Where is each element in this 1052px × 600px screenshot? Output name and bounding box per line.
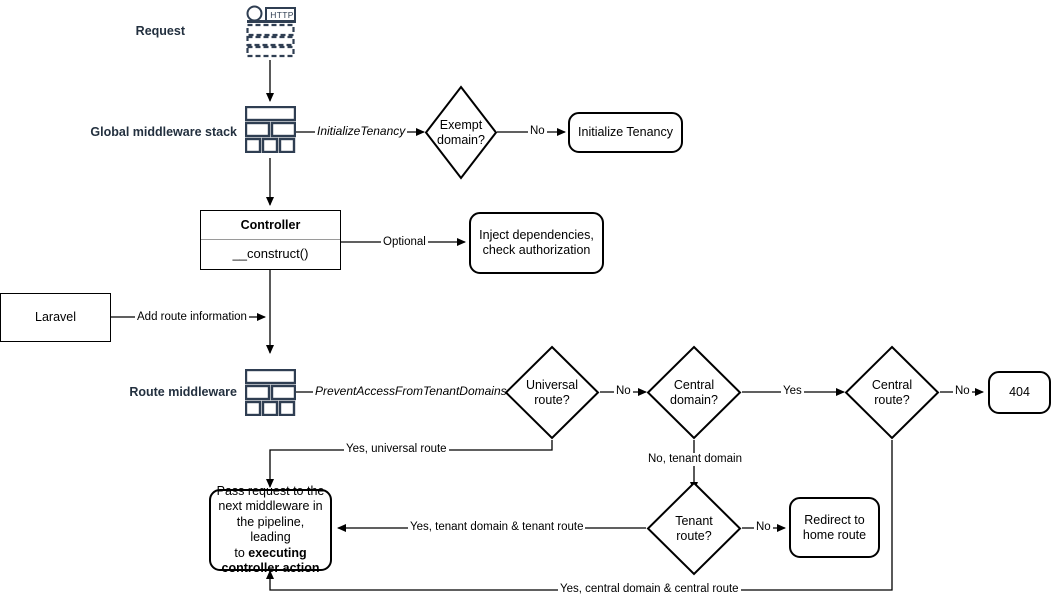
edge-label-yes-central-domain-central-route: Yes, central domain & central route [558,583,741,596]
node-initialize-tenancy[interactable]: Initialize Tenancy [568,112,683,153]
http-request-icon: HTTP [246,4,296,58]
decision-exempt-domain-label: Exempt domain? [437,117,485,147]
decision-universal-route[interactable]: Universal route? [504,345,600,440]
edge-label-no-tenant-domain: No, tenant domain [646,453,744,466]
request-label: Request [135,24,185,38]
decision-central-domain-label: Central domain? [670,377,718,407]
node-initialize-tenancy-label: Initialize Tenancy [578,125,673,139]
node-controller-title: Controller [201,211,340,240]
global-middleware-stack-label: Global middleware stack [90,125,237,139]
edge-label-universal-no: No [614,385,633,398]
edge-label-optional: Optional [381,236,428,249]
edge-label-exempt-no: No [528,125,547,138]
http-badge-label: HTTP [270,10,294,20]
decision-universal-route-label: Universal route? [525,377,579,407]
node-pass-request-bold2: controller action [221,561,320,575]
node-pass-request-bold1: executing [248,545,307,560]
node-redirect-home-label: Redirect to home route [802,512,867,542]
node-pass-request-line1: Pass request to the [216,483,325,498]
decision-central-domain[interactable]: Central domain? [646,345,742,440]
route-middleware-label: Route middleware [129,385,237,399]
node-controller[interactable]: Controller __construct() [200,210,341,270]
decision-tenant-route[interactable]: Tenant route? [646,481,742,576]
node-pass-request-line2: next middleware in [218,499,323,513]
edge-label-yes-tenant-domain-tenant-route: Yes, tenant domain & tenant route [408,521,586,534]
edge-label-tenant-route-no: No [754,521,773,534]
edge-label-prevent-access: PreventAccessFromTenantDomains [313,384,509,398]
node-inject-dependencies-label: Inject dependencies, check authorization [479,228,594,257]
edge-label-central-route-no: No [953,385,972,398]
route-middleware-stack-icon [244,368,297,417]
edge-label-central-domain-yes: Yes [781,385,804,398]
node-laravel-label: Laravel [35,310,76,324]
decision-central-route-label: Central route? [871,377,913,407]
decision-tenant-route-label: Tenant route? [675,513,713,543]
decision-central-route[interactable]: Central route? [844,345,940,440]
node-redirect-home[interactable]: Redirect to home route [789,497,880,558]
node-404-label: 404 [1009,385,1030,399]
node-inject-dependencies[interactable]: Inject dependencies, check authorization [469,212,604,274]
edge-label-yes-universal-route: Yes, universal route [344,443,449,456]
node-404[interactable]: 404 [988,371,1051,414]
middleware-stack-icon [244,105,297,154]
node-pass-request-line3: the pipeline, leading [236,514,305,545]
node-controller-method: __construct() [232,246,309,261]
node-pass-request-line4: to [234,545,249,560]
node-pass-request[interactable]: Pass request to the next middleware in t… [209,484,332,575]
node-laravel[interactable]: Laravel [0,293,111,342]
edge-label-initialize-tenancy: InitializeTenancy [315,124,408,138]
edge-label-add-route-information: Add route information [135,311,249,324]
decision-exempt-domain[interactable]: Exempt domain? [424,85,498,180]
